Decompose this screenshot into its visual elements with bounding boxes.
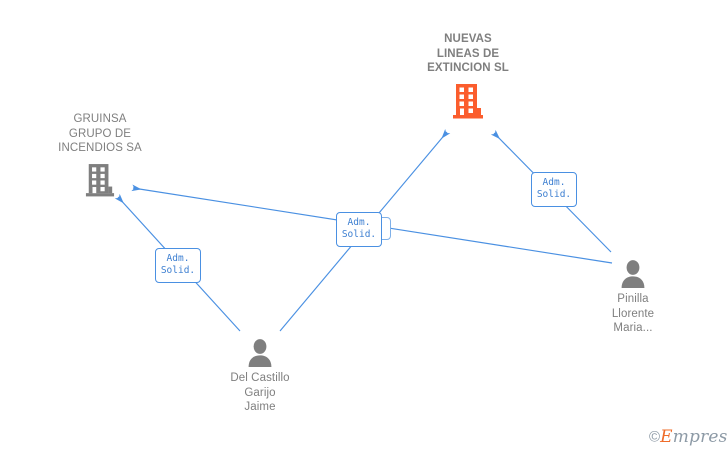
node-nuevas-lineas-de-extincion-sl[interactable]: NUEVAS LINEAS DE EXTINCION SL [398,32,538,119]
node-gruinsa-grupo-de-incendios-sa[interactable]: GRUINSA GRUPO DE INCENDIOS SA [30,112,170,197]
brand-wordmark: Empresia [660,427,728,447]
person-icon[interactable] [245,337,275,367]
relation-label-right[interactable]: Adm. Solid. [531,172,577,207]
node-pinilla-llorente-maria[interactable]: Pinilla Llorente Maria... [563,258,703,336]
node-label-pinilla: Pinilla Llorente Maria... [611,293,655,334]
building-icon[interactable] [452,83,484,119]
relation-label-center[interactable]: Adm. Solid. [336,212,391,247]
person-icon[interactable] [618,258,648,288]
copyright-icon: © [649,428,661,446]
node-label-nuevas-lineas: NUEVAS LINEAS DE EXTINCION SL [427,33,509,74]
relation-label-left[interactable]: Adm. Solid. [155,248,201,283]
building-icon[interactable] [85,163,115,197]
relation-label-right-text[interactable]: Adm. Solid. [531,172,577,207]
node-del-castillo-garijo-jaime[interactable]: Del Castillo Garijo Jaime [190,337,330,415]
watermark-empresia: ©Empresia [649,427,728,447]
relation-label-center-text[interactable]: Adm. Solid. [336,212,382,247]
relation-label-left-text[interactable]: Adm. Solid. [155,248,201,283]
node-label-del-castillo: Del Castillo Garijo Jaime [230,372,290,413]
node-label-gruinsa: GRUINSA GRUPO DE INCENDIOS SA [58,113,142,154]
